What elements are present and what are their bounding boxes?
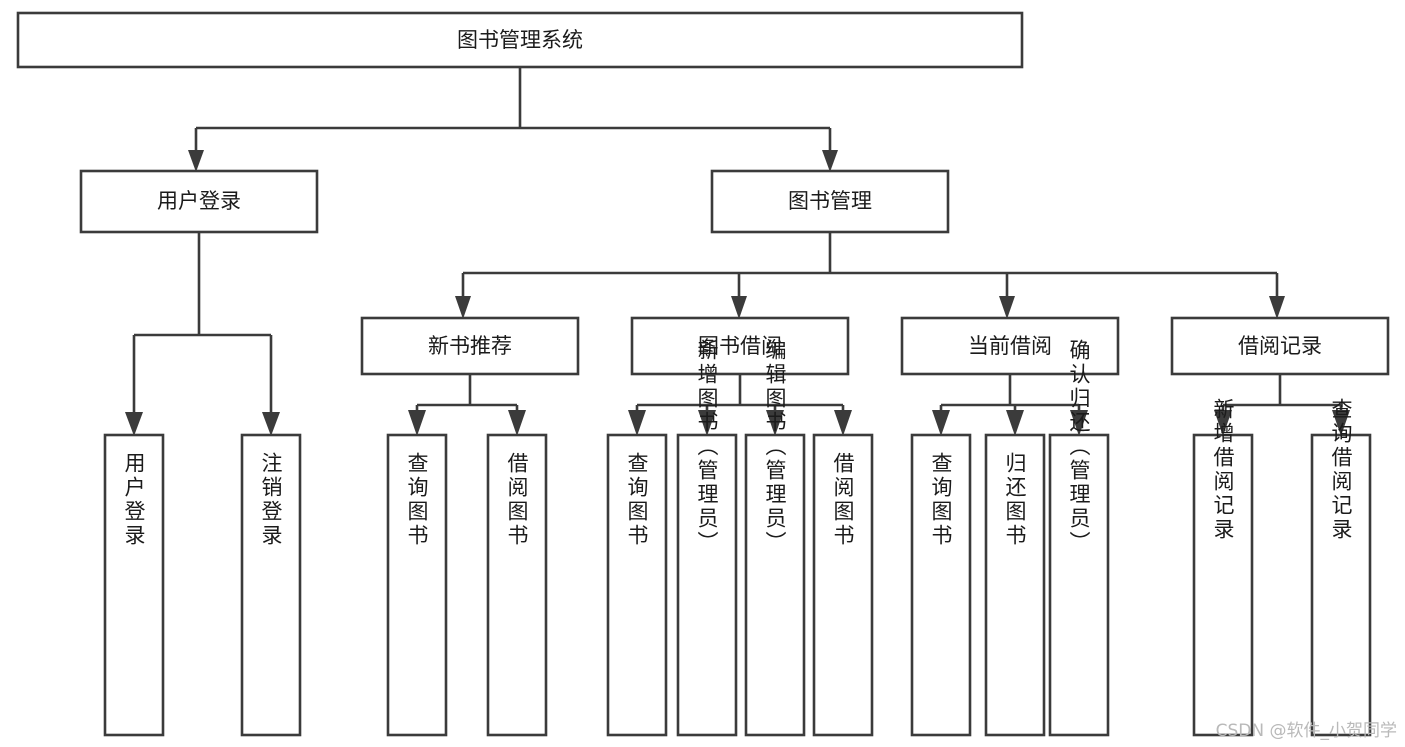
arrow-head-leaf-query-record xyxy=(1332,410,1350,436)
node-book-borrow-label: 图书借阅 xyxy=(698,334,782,358)
node-leaf-query-book-rec[interactable]: 查询图书 xyxy=(386,433,448,737)
node-leaf-confirm-return-label: 确认归还（管理员） xyxy=(1067,339,1091,555)
node-leaf-borrow-book-rec-label: 借阅图书 xyxy=(505,452,529,548)
arrow-head-borrow-record xyxy=(1269,296,1285,319)
node-root[interactable]: 图书管理系统 xyxy=(16,11,1024,69)
node-leaf-return-book-label: 归还图书 xyxy=(1003,452,1027,548)
node-leaf-query-book-rec-box[interactable] xyxy=(386,433,448,737)
node-leaf-borrow-book-box[interactable] xyxy=(812,433,874,737)
arrow-head-leaf-query-book-borrow xyxy=(628,410,646,436)
arrow-head-book-borrow xyxy=(731,296,747,319)
csdn-watermark: CSDN @软件_小贺同学 xyxy=(1215,721,1397,741)
node-leaf-user-login[interactable]: 用户登录 xyxy=(103,433,165,737)
arrow-head-new-book-rec xyxy=(455,296,471,319)
arrow-head-leaf-confirm-return xyxy=(1070,410,1088,436)
node-leaf-query-book-borrow[interactable]: 查询图书 xyxy=(606,433,668,737)
node-leaf-edit-book-label: 编辑图书（管理员） xyxy=(763,339,787,555)
arrow-head-leaf-query-book-current xyxy=(932,410,950,436)
node-leaf-user-login-label: 用户登录 xyxy=(122,452,146,548)
node-leaf-query-record-box[interactable] xyxy=(1310,433,1372,737)
node-leaf-borrow-book-rec-box[interactable] xyxy=(486,433,548,737)
arrow-head-leaf-borrow-book-rec xyxy=(508,410,526,436)
node-book-borrow[interactable]: 图书借阅 xyxy=(630,316,850,376)
node-root-box[interactable] xyxy=(16,11,1024,69)
node-user-login-label: 用户登录 xyxy=(157,189,241,213)
node-leaf-query-book-borrow-box[interactable] xyxy=(606,433,668,737)
node-leaf-query-book-rec-label: 查询图书 xyxy=(405,452,429,548)
node-leaf-return-book[interactable]: 归还图书 xyxy=(984,433,1046,737)
node-new-book-rec-box[interactable] xyxy=(360,316,580,376)
node-leaf-user-login-box[interactable] xyxy=(103,433,165,737)
node-borrow-record-box[interactable] xyxy=(1170,316,1390,376)
node-new-book-rec-label: 新书推荐 xyxy=(428,334,512,358)
node-root-label: 图书管理系统 xyxy=(457,28,583,52)
node-leaf-query-book-current-label: 查询图书 xyxy=(929,452,953,548)
node-leaf-add-record-box[interactable] xyxy=(1192,433,1254,737)
node-leaf-user-logout-label: 注销登录 xyxy=(259,452,283,548)
node-book-manage[interactable]: 图书管理 xyxy=(710,169,950,234)
node-leaf-borrow-book[interactable]: 借阅图书 xyxy=(812,433,874,737)
node-leaf-query-record-label: 查询借阅记录 xyxy=(1329,398,1353,542)
node-leaf-confirm-return-box[interactable] xyxy=(1048,433,1110,737)
node-leaf-return-book-box[interactable] xyxy=(984,433,1046,737)
node-leaf-confirm-return[interactable]: 确认归还（管理员） xyxy=(1048,339,1110,737)
node-leaf-user-logout-box[interactable] xyxy=(240,433,302,737)
arrow-head-current-borrow xyxy=(999,296,1015,319)
node-leaf-add-book-label: 新增图书（管理员） xyxy=(695,339,719,555)
node-book-manage-box[interactable] xyxy=(710,169,950,234)
node-book-manage-label: 图书管理 xyxy=(788,189,872,213)
node-current-borrow[interactable]: 当前借阅 xyxy=(900,316,1120,376)
node-book-borrow-box[interactable] xyxy=(630,316,850,376)
arrow-head-leaf-query-book-rec xyxy=(408,410,426,436)
node-current-borrow-label: 当前借阅 xyxy=(968,334,1052,358)
node-new-book-rec[interactable]: 新书推荐 xyxy=(360,316,580,376)
arrow-head-leaf-return-book xyxy=(1006,410,1024,436)
node-leaf-query-book-current[interactable]: 查询图书 xyxy=(910,433,972,737)
node-user-login[interactable]: 用户登录 xyxy=(79,169,319,234)
node-leaf-edit-book[interactable]: 编辑图书（管理员） xyxy=(744,339,806,737)
node-leaf-query-record[interactable]: 查询借阅记录 xyxy=(1310,398,1372,737)
node-leaf-user-logout[interactable]: 注销登录 xyxy=(240,433,302,737)
node-leaf-borrow-book-label: 借阅图书 xyxy=(831,452,855,548)
connector-layer xyxy=(125,67,1350,436)
arrow-head-book-manage xyxy=(822,150,838,172)
node-leaf-add-record-label: 新增借阅记录 xyxy=(1211,398,1235,542)
arrow-head-leaf-edit-book xyxy=(766,410,784,436)
node-leaf-query-book-borrow-label: 查询图书 xyxy=(625,452,649,548)
arrow-head-leaf-user-login xyxy=(125,412,143,436)
arrow-head-leaf-add-record xyxy=(1214,410,1232,436)
arrow-head-leaf-user-logout xyxy=(262,412,280,436)
node-leaf-add-record[interactable]: 新增借阅记录 xyxy=(1192,398,1254,737)
node-leaf-add-book[interactable]: 新增图书（管理员） xyxy=(676,339,738,737)
node-current-borrow-box[interactable] xyxy=(900,316,1120,376)
node-user-login-box[interactable] xyxy=(79,169,319,234)
arrow-head-leaf-borrow-book xyxy=(834,410,852,436)
node-leaf-add-book-box[interactable] xyxy=(676,433,738,737)
node-leaf-query-book-current-box[interactable] xyxy=(910,433,972,737)
arrow-head-user-login xyxy=(188,150,204,172)
node-borrow-record[interactable]: 借阅记录 xyxy=(1170,316,1390,376)
node-leaf-borrow-book-rec[interactable]: 借阅图书 xyxy=(486,433,548,737)
node-leaf-edit-book-box[interactable] xyxy=(744,433,806,737)
node-borrow-record-label: 借阅记录 xyxy=(1238,334,1322,358)
arrow-head-leaf-add-book xyxy=(698,410,716,436)
